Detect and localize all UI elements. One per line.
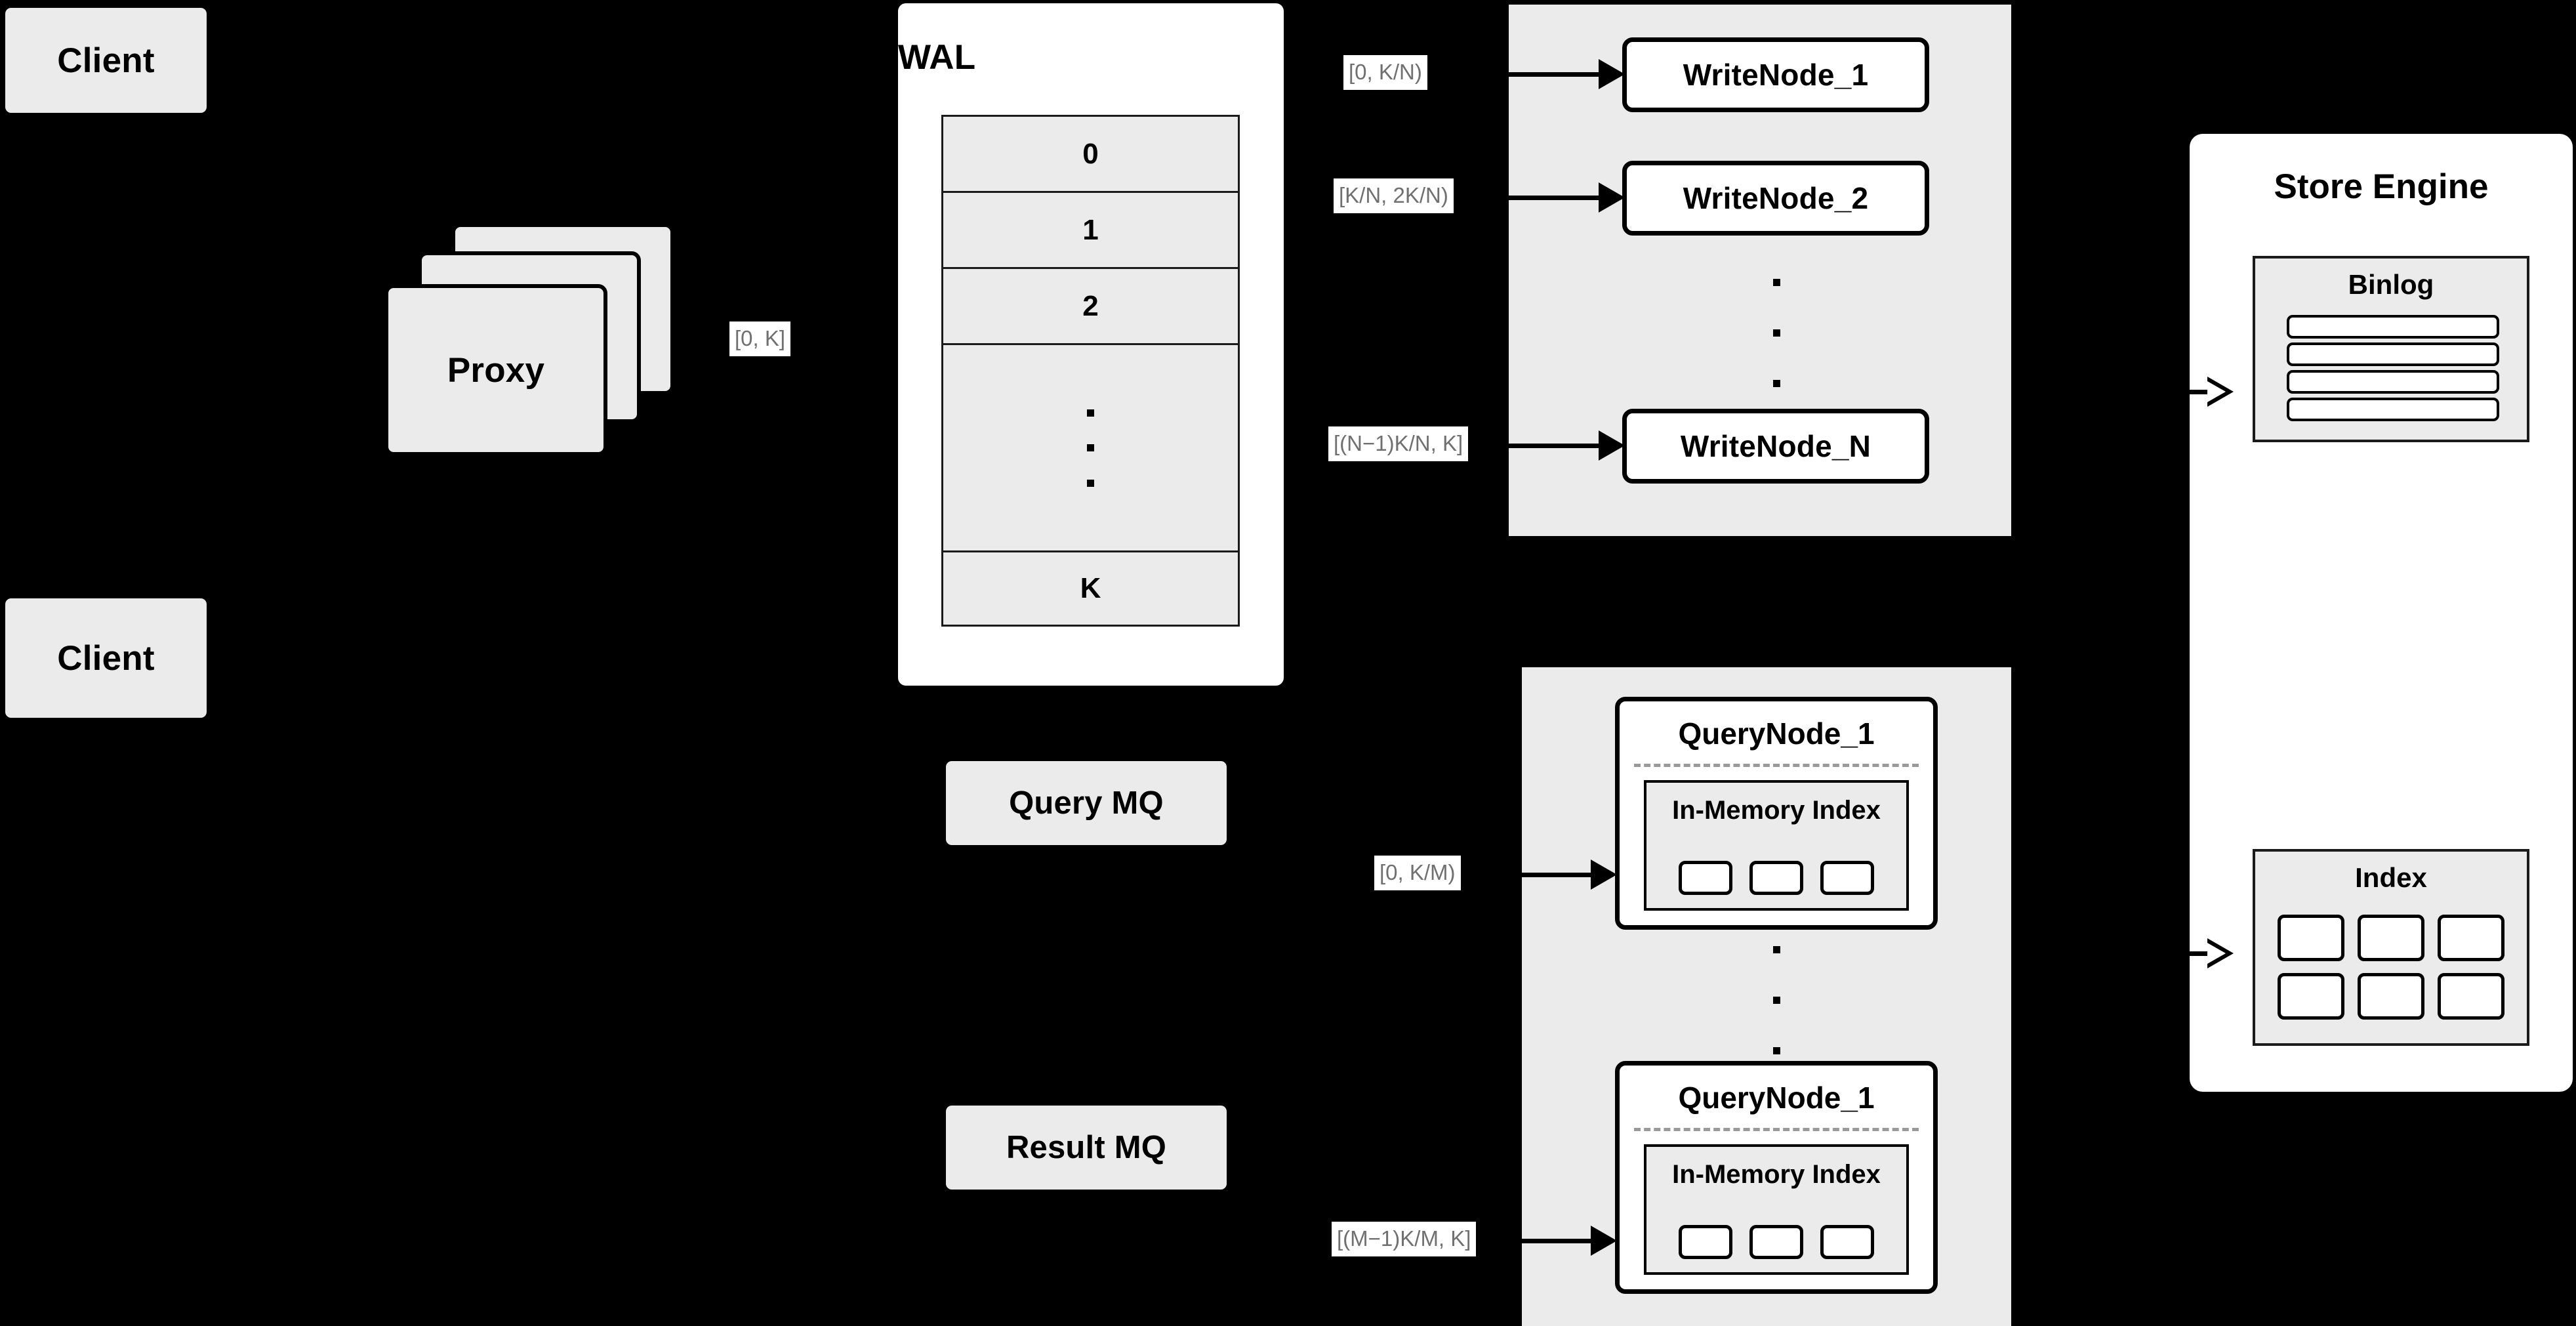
query-cluster-ellipsis-icon: [1772, 946, 1781, 1054]
wal-row: 1: [941, 191, 1240, 267]
write-node-2[interactable]: WriteNode_2: [1622, 161, 1929, 236]
store-index-title: Index: [2355, 862, 2427, 893]
wal-title: WAL: [898, 38, 976, 77]
binlog-title: Binlog: [2348, 269, 2434, 300]
result-mq-label: Result MQ: [1006, 1130, 1167, 1165]
index-cell: [1679, 861, 1732, 895]
arrow-head-store-index: [2207, 938, 2234, 968]
arrow-line-writenode-2: [1509, 196, 1601, 200]
query-node-2-divider: [1634, 1128, 1919, 1131]
binlog-row: [2287, 398, 2499, 421]
store-index-cell: [2358, 915, 2424, 961]
in-memory-index-title-1: In-Memory Index: [1672, 796, 1881, 825]
client-box-1[interactable]: Client: [5, 8, 207, 113]
arrow-line-writenode-1: [1509, 72, 1601, 77]
store-engine-title: Store Engine: [2274, 167, 2489, 206]
result-mq-box[interactable]: Result MQ: [946, 1106, 1227, 1190]
index-cell: [1820, 1225, 1874, 1259]
arrow-head-querynode-2: [1591, 1226, 1617, 1256]
arrow-line-querynode-1: [1522, 873, 1593, 877]
store-index-cell: [2438, 973, 2504, 1020]
binlog-row: [2287, 342, 2499, 366]
write-node-1[interactable]: WriteNode_1: [1622, 37, 1929, 112]
query-node-1-title: QueryNode_1: [1678, 716, 1875, 751]
query-mq-box[interactable]: Query MQ: [946, 761, 1227, 845]
binlog-row: [2287, 315, 2499, 339]
write-cluster-ellipsis-icon: [1772, 279, 1781, 387]
arrow-head-writenode-1: [1599, 59, 1625, 89]
write-range-label-n: [(N−1)K/N, K]: [1328, 426, 1469, 461]
wal-row: 2: [941, 267, 1240, 343]
write-range-label-1: [0, K/N): [1343, 55, 1427, 90]
query-node-1-in-memory-index: In-Memory Index: [1644, 780, 1909, 911]
proxy-label: Proxy: [447, 350, 545, 390]
client-box-2[interactable]: Client: [5, 598, 207, 718]
proxy-card-front[interactable]: Proxy: [384, 284, 607, 456]
arrow-line-binlog: [2180, 390, 2211, 394]
store-index-grid: [2278, 915, 2504, 1020]
arrow-head-binlog: [2207, 377, 2234, 407]
wal-container: WAL 0 1 2 K: [898, 3, 1284, 686]
write-node-n-label: WriteNode_N: [1680, 429, 1871, 463]
store-index-cell: [2358, 973, 2424, 1020]
client-label-2: Client: [57, 638, 155, 678]
in-memory-index-cells-1: [1646, 861, 1906, 895]
binlog-row-list: [2287, 315, 2499, 421]
arrow-line-store-index: [2180, 951, 2211, 956]
arrow-head-querynode-1: [1591, 860, 1617, 890]
arrow-line-writenode-n: [1509, 444, 1601, 448]
binlog-box: Binlog: [2253, 256, 2529, 442]
arrow-head-writenode-2: [1599, 182, 1625, 213]
wal-row: 0: [941, 115, 1240, 191]
write-node-2-label: WriteNode_2: [1683, 181, 1869, 215]
binlog-row: [2287, 370, 2499, 394]
write-node-n[interactable]: WriteNode_N: [1622, 409, 1929, 484]
query-node-2-title: QueryNode_1: [1678, 1081, 1875, 1115]
query-node-1[interactable]: QueryNode_1 In-Memory Index: [1615, 697, 1938, 930]
query-range-label-2: [(M−1)K/M, K]: [1332, 1222, 1477, 1256]
store-index-box: Index: [2253, 849, 2529, 1046]
write-range-label-2: [K/N, 2K/N): [1334, 178, 1454, 213]
wal-row-ellipsis: [941, 343, 1240, 550]
write-node-1-label: WriteNode_1: [1683, 58, 1869, 92]
query-range-label-1: [0, K/M): [1374, 856, 1461, 890]
wal-row-list: 0 1 2 K: [941, 115, 1240, 627]
store-index-cell: [2438, 915, 2504, 961]
index-cell: [1820, 861, 1874, 895]
store-engine-container: Store Engine Binlog Index: [2190, 134, 2573, 1092]
client-label-1: Client: [57, 41, 155, 80]
query-mq-label: Query MQ: [1009, 785, 1164, 821]
query-node-2-in-memory-index: In-Memory Index: [1644, 1144, 1909, 1275]
query-node-2[interactable]: QueryNode_1 In-Memory Index: [1615, 1061, 1938, 1294]
vertical-ellipsis-icon: [1086, 409, 1095, 487]
in-memory-index-cells-2: [1646, 1225, 1906, 1259]
in-memory-index-title-2: In-Memory Index: [1672, 1160, 1881, 1189]
store-index-cell: [2278, 915, 2344, 961]
index-cell: [1749, 1225, 1803, 1259]
proxy-range-label: [0, K]: [729, 321, 791, 356]
index-cell: [1749, 861, 1803, 895]
query-node-1-divider: [1634, 764, 1919, 767]
arrow-head-writenode-n: [1599, 430, 1625, 461]
store-index-cell: [2278, 973, 2344, 1020]
arrow-line-querynode-2: [1522, 1239, 1593, 1243]
index-cell: [1679, 1225, 1732, 1259]
wal-row: K: [941, 550, 1240, 627]
